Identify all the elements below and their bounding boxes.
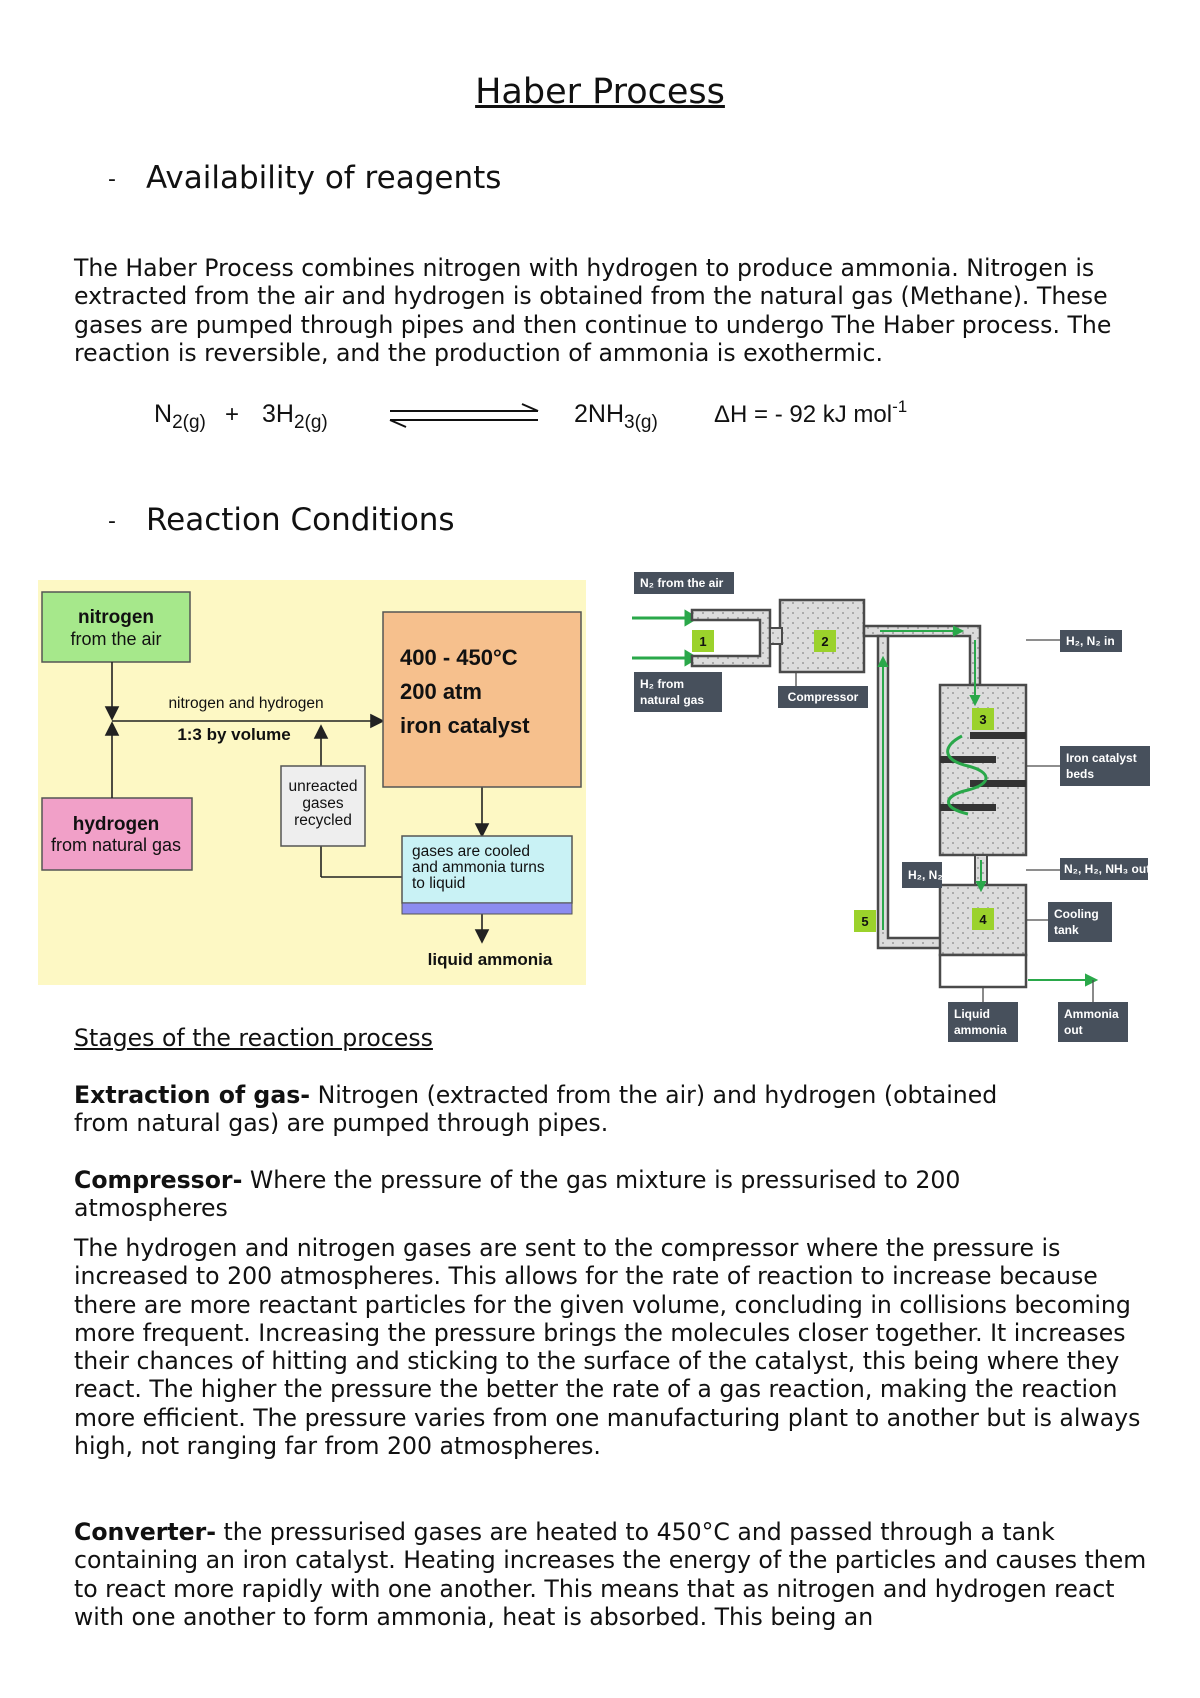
condition-temperature: 400 - 450°C (400, 645, 518, 670)
stage-compressor-label: Compressor- (74, 1166, 243, 1194)
recycle-box (280, 765, 366, 847)
label-recycle (902, 862, 942, 888)
svg-text:Iron catalyst: Iron catalyst (1066, 751, 1137, 765)
label-cooling-tank (1048, 902, 1112, 942)
stage-extraction-text: Nitrogen (extracted from the air) and hy… (74, 1081, 998, 1138)
svg-text:Compressor: Compressor (788, 690, 859, 704)
eq-plus: + (225, 401, 239, 428)
svg-text:2NH3(g): 2NH3(g) (574, 400, 658, 433)
stage-compressor-detail: The hydrogen and nitrogen gases are sent… (74, 1234, 1141, 1461)
eq-h2-sub: 2(g) (294, 412, 328, 433)
condition-catalyst: iron catalyst (400, 713, 530, 738)
svg-text:tank: tank (1054, 923, 1079, 937)
stage-converter: Converter- the pressurised gases are hea… (74, 1518, 1154, 1631)
eq-n2: N (154, 400, 172, 428)
heading-dash: - (108, 509, 116, 534)
process-flow-diagram: nitrogen from the air hydrogen from natu… (38, 580, 586, 985)
step-badge-3 (972, 708, 994, 730)
eq-nh3-sub: 3(g) (624, 412, 658, 433)
step-badge-4 (972, 908, 994, 930)
label-iron-catalyst (1060, 746, 1150, 786)
label-n2-air (634, 572, 734, 594)
nitrogen-sub: from the air (70, 629, 161, 649)
mix-label: nitrogen and hydrogen (168, 695, 323, 712)
svg-text:N2(g): N2(g) (154, 400, 206, 433)
stages-heading: Stages of the reaction process (74, 1024, 433, 1052)
hydrogen-box (41, 797, 193, 871)
reaction-equation: N2(g) + 3H2(g) 2NH3(g) ΔH = - 92 kJ mol-… (154, 397, 907, 433)
eq-n2-sub: 2(g) (172, 412, 206, 433)
eq-nh3: 2NH (574, 400, 624, 428)
recycle-line-1: unreacted (289, 778, 358, 795)
label-h2-gas (634, 672, 722, 712)
stage-extraction-label: Extraction of gas- (74, 1081, 311, 1109)
eq-h2: 3H (262, 400, 294, 428)
section-heading-conditions: - Reaction Conditions (108, 502, 455, 538)
svg-text:3: 3 (979, 712, 986, 727)
equilibrium-arrow-icon (389, 403, 539, 428)
product-label: liquid ammonia (428, 950, 553, 969)
hydrogen-title: hydrogen (73, 814, 160, 835)
svg-text:4: 4 (979, 912, 987, 927)
label-h2n2-in (1060, 630, 1122, 652)
section-heading-availability: - Availability of reagents (108, 160, 501, 196)
hydrogen-sub: from natural gas (51, 835, 181, 855)
label-ammonia-out (1058, 1002, 1128, 1042)
recycle-line-2: gases (302, 795, 344, 812)
heading-text: Availability of reagents (146, 160, 502, 196)
step-badge-2 (814, 630, 836, 652)
svg-text:beds: beds (1066, 767, 1094, 781)
heading-text: Reaction Conditions (146, 502, 455, 538)
stage-converter-text: the pressurised gases are heated to 450°… (74, 1518, 1147, 1631)
svg-text:3H2(g): 3H2(g) (262, 400, 328, 433)
page-title: Haber Process (475, 72, 725, 112)
svg-text:Liquid: Liquid (954, 1007, 990, 1021)
svg-text:Cooling: Cooling (1054, 907, 1099, 921)
svg-text:ammonia: ammonia (954, 1023, 1007, 1037)
heading-dash: - (108, 167, 116, 192)
stage-extraction: Extraction of gas- Nitrogen (extracted f… (74, 1081, 1054, 1138)
stage-converter-label: Converter- (74, 1518, 217, 1546)
nitrogen-box (41, 591, 191, 663)
svg-text:5: 5 (861, 914, 868, 929)
label-liquid-ammonia (948, 1002, 1018, 1042)
cooler-line-3: to liquid (412, 875, 465, 892)
nitrogen-title: nitrogen (78, 607, 154, 628)
cooler-line-1: gases are cooled (412, 843, 530, 860)
ratio-label: 1:3 by volume (177, 725, 290, 744)
condition-pressure: 200 atm (400, 679, 482, 704)
svg-text:1: 1 (699, 634, 706, 649)
intro-paragraph: The Haber Process combines nitrogen with… (74, 254, 1112, 367)
haber-plant-diagram: N₂ from the air H₂ from natural gas Comp… (632, 572, 1150, 1042)
stage-compressor: Compressor- Where the pressure of the ga… (74, 1166, 974, 1223)
stage-compressor-text: Where the pressure of the gas mixture is… (74, 1166, 961, 1223)
label-products-out (1060, 858, 1148, 880)
svg-text:H₂, N₂ in: H₂, N₂ in (1066, 634, 1115, 648)
step-badge-5 (854, 910, 876, 932)
svg-text:2: 2 (821, 634, 828, 649)
label-compressor (778, 686, 868, 708)
svg-text:N₂ from the air: N₂ from the air (640, 576, 724, 590)
svg-text:H₂ from: H₂ from (640, 677, 684, 691)
svg-text:N₂, H₂, NH₃ out: N₂, H₂, NH₃ out (1064, 862, 1150, 876)
recycle-line-3: recycled (294, 812, 352, 829)
cooler-box (401, 835, 573, 904)
cooler-band (401, 902, 573, 915)
svg-text:Ammonia: Ammonia (1064, 1007, 1119, 1021)
step-badge-1 (692, 630, 714, 652)
reactor-conditions-box (382, 611, 582, 788)
svg-text:natural gas: natural gas (640, 693, 704, 707)
svg-text:out: out (1064, 1023, 1083, 1037)
cooler-line-2: and ammonia turns (412, 859, 545, 876)
eq-delta-h-sup: -1 (892, 397, 907, 416)
eq-delta-h: ΔH = - 92 kJ mol (714, 401, 892, 428)
svg-text:ΔH = - 92 kJ mol-1: ΔH = - 92 kJ mol-1 (714, 397, 907, 428)
svg-text:H₂, N₂: H₂, N₂ (908, 868, 943, 882)
